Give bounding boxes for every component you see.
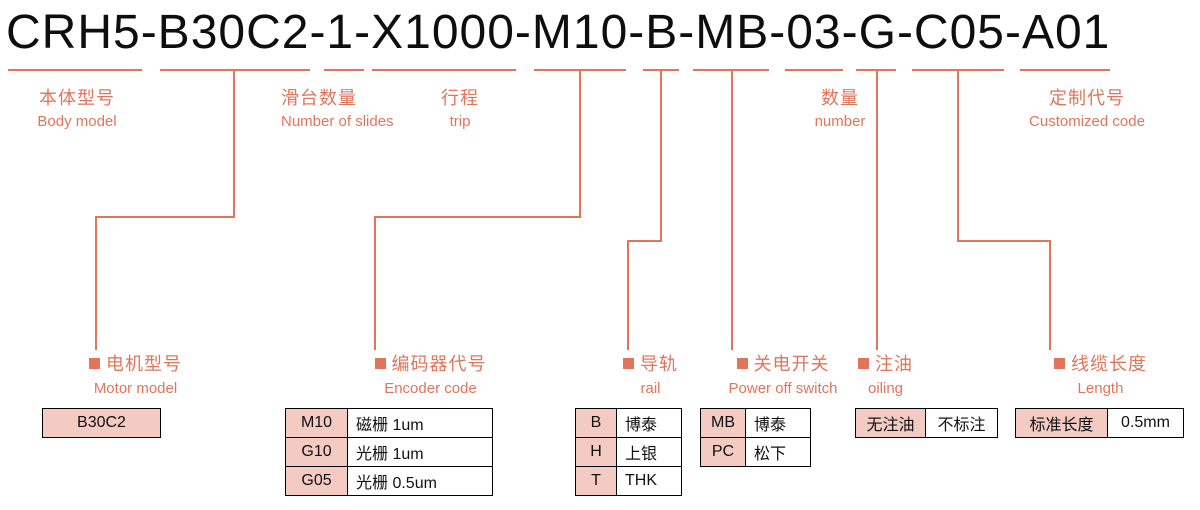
motor-label-zh: 电机型号 [106,354,182,374]
power-switch-label-zh: 关电开关 [753,354,830,374]
body-model-label-zh: 本体型号 [39,88,115,108]
bottom-label-rail: 导轨 rail [593,350,708,397]
encoder-code-cell: G10 [285,437,348,467]
underline-body-model [8,69,142,71]
top-label-number: 数量 number [795,84,885,130]
connector-rail-v1 [660,70,662,242]
slides-label-zh: 滑台数量 [281,88,357,108]
top-label-customized: 定制代号 Customized code [1012,84,1162,130]
top-label-trip: 行程 trip [420,84,500,130]
bottom-label-power-switch: 关电开关 Power off switch [698,350,868,397]
trip-label-zh: 行程 [441,88,479,108]
bottom-label-oiling: 注油 oiling [828,350,943,397]
rail-label-en: rail [640,380,661,397]
table-row: B 博泰 [575,408,682,438]
top-label-slides: 滑台数量 Number of slides [281,84,441,130]
table-row: MB 博泰 [700,408,811,438]
trip-label-en: trip [449,113,471,130]
length-bullet-square-icon [1054,357,1065,369]
connector-rail-h [627,240,662,242]
table-row: B30C2 [42,408,161,438]
power-switch-bullet-square-icon [736,357,748,369]
encoder-code-cell: G05 [285,466,348,496]
oiling-table: 无注油 不标注 [855,408,998,438]
oiling-code-cell: 无注油 [855,408,926,438]
connector-encoder-v2 [374,216,376,350]
connector-power-switch-v [731,70,733,350]
connector-motor-v1 [233,70,235,218]
oiling-bullet-square-icon [858,357,869,369]
bottom-label-motor: 电机型号 Motor model [58,350,213,397]
encoder-desc-cell: 光栅 1um [347,437,493,467]
table-row: PC 松下 [700,437,811,467]
encoder-table: M10 磁栅 1um G10 光栅 1um G05 光栅 0.5um [285,408,493,496]
encoder-label-en: Encoder code [384,380,477,397]
power-switch-desc-cell: 松下 [745,437,811,467]
motor-code-cell: B30C2 [42,408,161,438]
model-code-title: CRH5-B30C2-1-X1000-M10-B-MB-03-G-C05-A01 [6,6,1111,59]
rail-bullet-square-icon [623,357,634,369]
number-label-zh: 数量 [821,88,859,108]
underline-trip [372,69,516,71]
number-label-en: number [814,113,866,130]
connector-length-h [957,240,1051,242]
oiling-label-en: oiling [867,380,904,397]
table-row: 标准长度 0.5mm [1015,408,1184,438]
connector-oiling-v [876,70,878,350]
slides-label-en: Number of slides [281,113,394,130]
motor-table: B30C2 [42,408,161,438]
underline-motor-model [160,69,310,71]
bottom-label-encoder: 编码器代号 Encoder code [348,350,513,397]
encoder-label-zh: 编码器代号 [391,354,487,374]
length-table: 标准长度 0.5mm [1015,408,1184,438]
customized-label-en: Customized code [1029,113,1145,130]
rail-code-cell: B [575,408,617,438]
connector-encoder-v1 [579,70,581,218]
body-model-label-en: Body model [37,113,117,130]
bottom-label-length: 线缆长度 Length [1028,350,1173,397]
length-code-cell: 标准长度 [1015,408,1108,438]
connector-length-v1 [957,70,959,242]
motor-label-en: Motor model [93,380,178,397]
table-row: G05 光栅 0.5um [285,466,493,496]
rail-table: B 博泰 H 上银 T THK [575,408,682,496]
underline-number [785,69,843,71]
power-switch-table: MB 博泰 PC 松下 [700,408,811,467]
table-row: G10 光栅 1um [285,437,493,467]
oiling-desc-cell: 不标注 [925,408,998,438]
encoder-desc-cell: 磁栅 1um [347,408,493,438]
table-row: 无注油 不标注 [855,408,998,438]
connector-rail-v2 [627,240,629,350]
length-desc-cell: 0.5mm [1107,408,1184,438]
rail-desc-cell: 上银 [616,437,682,467]
connector-motor-h [95,216,235,218]
table-row: H 上银 [575,437,682,467]
oiling-label-zh: 注油 [875,354,913,374]
power-switch-label-en: Power off switch [728,380,838,397]
table-row: M10 磁栅 1um [285,408,493,438]
connector-encoder-h [374,216,581,218]
rail-desc-cell: 博泰 [616,408,682,438]
table-row: T THK [575,466,682,496]
connector-length-v2 [1049,240,1051,350]
length-label-en: Length [1077,380,1124,397]
top-label-body-model: 本体型号 Body model [12,84,142,130]
motor-bullet-square-icon [89,357,100,369]
power-switch-code-cell: PC [700,437,746,467]
underline-slides [324,69,364,71]
rail-label-zh: 导轨 [640,354,678,374]
rail-code-cell: T [575,466,617,496]
rail-desc-cell: THK [616,466,682,496]
rail-code-cell: H [575,437,617,467]
length-label-zh: 线缆长度 [1071,354,1147,374]
underline-customized [1020,69,1110,71]
power-switch-desc-cell: 博泰 [745,408,811,438]
encoder-code-cell: M10 [285,408,348,438]
encoder-bullet-square-icon [374,357,386,369]
customized-label-zh: 定制代号 [1049,88,1125,108]
connector-motor-v2 [95,216,97,350]
encoder-desc-cell: 光栅 0.5um [347,466,493,496]
power-switch-code-cell: MB [700,408,746,438]
